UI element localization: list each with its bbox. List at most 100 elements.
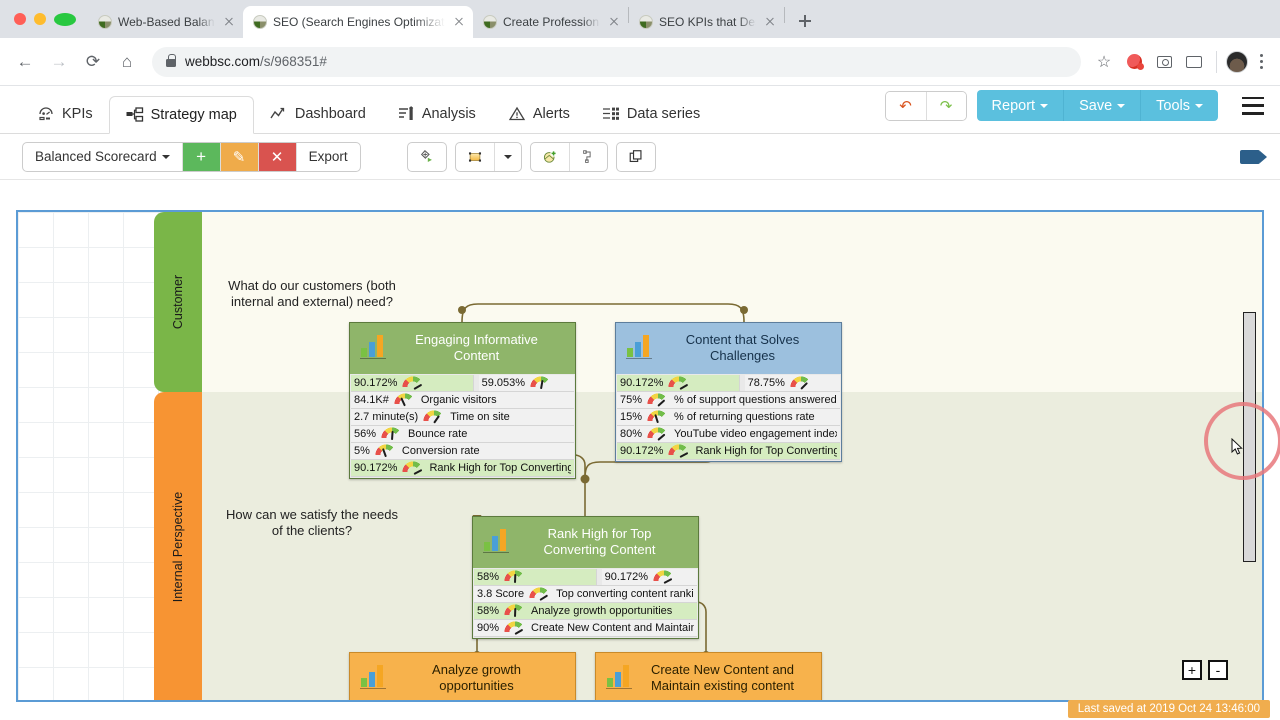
mouse-cursor: [1231, 438, 1243, 455]
metric-row[interactable]: 80%YouTube video engagement index: [617, 425, 840, 443]
add-button[interactable]: +: [181, 142, 220, 171]
delete-button[interactable]: ✕: [257, 142, 296, 171]
metric-row[interactable]: 56%Bounce rate: [351, 425, 574, 443]
close-tab-icon[interactable]: [606, 14, 622, 30]
bookmark-star-icon[interactable]: ☆: [1096, 53, 1112, 71]
chevron-down-icon: [1195, 103, 1203, 108]
metric-row-summary[interactable]: 90.172% 78.75%: [617, 374, 840, 392]
close-tab-icon[interactable]: [762, 14, 778, 30]
metric-row[interactable]: 5%Conversion rate: [351, 442, 574, 460]
shape-style-button[interactable]: [456, 143, 494, 171]
gauge-icon: [529, 587, 552, 602]
tab-data-series[interactable]: Data series: [586, 95, 716, 133]
back-icon[interactable]: ←: [16, 51, 34, 71]
tab-dashboard[interactable]: Dashboard: [254, 95, 382, 133]
tab-alerts[interactable]: Alerts: [492, 95, 586, 133]
metric-row[interactable]: 84.1K#Organic visitors: [351, 391, 574, 409]
report-button[interactable]: Report: [976, 90, 1064, 121]
object-title: Create New Content and Maintain existing…: [650, 662, 795, 694]
tab-label: Data series: [626, 106, 701, 122]
tab-divider: [784, 7, 785, 23]
window-controls[interactable]: [10, 0, 88, 38]
export-button[interactable]: Export: [295, 142, 360, 171]
browser-tab-1[interactable]: Web-Based Balanced Scorecard: [88, 6, 243, 38]
edit-button[interactable]: ✎: [219, 142, 258, 171]
close-tab-icon[interactable]: [451, 14, 467, 30]
shape-icon: [468, 151, 481, 162]
map-object-analyze[interactable]: Analyze growth opportunities 48.163% 58%…: [349, 652, 576, 700]
url-path: /s/968351#: [260, 54, 327, 69]
zoom-out-button[interactable]: -: [1208, 660, 1228, 680]
close-tab-icon[interactable]: [221, 14, 237, 30]
perspective-label: Customer: [171, 274, 185, 330]
undo-button[interactable]: ↶: [885, 91, 926, 120]
shape-dropdown-button[interactable]: [493, 142, 521, 171]
metric-label: YouTube video engagement index: [674, 427, 837, 440]
map-object-solves[interactable]: Content that Solves Challenges 90.172% 7…: [615, 322, 842, 462]
strategy-map-canvas[interactable]: Customer What do our customers (both int…: [16, 210, 1264, 702]
reload-icon[interactable]: ⟳: [85, 51, 101, 71]
hamburger-icon[interactable]: [1242, 96, 1264, 115]
map-object-rankhigh[interactable]: Rank High for Top Converting Content 58%…: [472, 516, 699, 639]
tab-analysis[interactable]: Analysis: [382, 95, 492, 133]
gauge-icon: [504, 621, 527, 636]
maximize-window-button[interactable]: [54, 12, 76, 26]
favicon-icon: [483, 15, 497, 29]
metric-label: Organic visitors: [420, 393, 497, 406]
metric-value: 90.172%: [620, 376, 664, 389]
metric-row[interactable]: 90.172%Rank High for Top Converting: [617, 442, 840, 460]
tab-kpis[interactable]: KPIs: [22, 95, 109, 133]
action-button-group: Report Save Tools: [976, 90, 1218, 121]
browser-tab-2[interactable]: SEO (Search Engines Optimization): [243, 6, 473, 38]
object-title: Content that Solves Challenges: [685, 332, 800, 364]
add-node-icon: [543, 149, 557, 163]
minimize-window-button[interactable]: [34, 13, 46, 25]
auto-layout-button[interactable]: [408, 143, 446, 171]
object-metrics: 90.172% 78.75% 75%% of support questions…: [616, 373, 841, 461]
avatar[interactable]: [1226, 50, 1248, 73]
metric-row-summary[interactable]: 58% 90.172%: [474, 568, 697, 586]
duplicate-button[interactable]: [617, 143, 655, 171]
save-button[interactable]: Save: [1063, 90, 1141, 121]
home-icon[interactable]: ⌂: [121, 51, 133, 71]
connector-button[interactable]: [568, 142, 607, 171]
browser-tab-4[interactable]: SEO KPIs that Deserve Your Time: [629, 6, 784, 38]
metric-row[interactable]: 75%% of support questions answered by: [617, 391, 840, 409]
layout-button-group: [406, 141, 447, 172]
map-object-engaging[interactable]: Engaging Informative Content 90.172% 59.…: [349, 322, 576, 479]
zoom-in-button[interactable]: +: [1182, 660, 1202, 680]
metric-row[interactable]: 90.172%Rank High for Top Converting: [351, 459, 574, 477]
tab-strategy-map[interactable]: Strategy map: [108, 96, 254, 134]
metric-row[interactable]: 58%Analyze growth opportunities: [474, 602, 697, 620]
metric-value: 78.75%: [747, 376, 785, 389]
zoom-controls: + -: [1182, 660, 1228, 680]
add-node-button[interactable]: [531, 143, 569, 171]
metric-value: 90.172%: [354, 376, 398, 389]
tab-label: KPIs: [62, 106, 93, 122]
address-bar[interactable]: webbsc.com/s/968351#: [152, 46, 1081, 77]
metric-row[interactable]: 90%Create New Content and Maintain: [474, 619, 697, 637]
metric-value: 90%: [477, 621, 500, 634]
metric-row-summary[interactable]: 90.172% 59.053%: [351, 374, 574, 392]
map-object-createnew[interactable]: Create New Content and Maintain existing…: [595, 652, 822, 700]
video-help-icon[interactable]: [1240, 149, 1267, 164]
object-header: Analyze growth opportunities: [350, 653, 575, 700]
scorecard-button-group: Balanced Scorecard + ✎ ✕ Export: [22, 141, 361, 172]
metric-row[interactable]: 2.7 minute(s)Time on site: [351, 408, 574, 426]
close-window-button[interactable]: [14, 13, 26, 25]
forward-icon[interactable]: →: [50, 51, 68, 71]
gauge-icon: [647, 393, 670, 408]
tools-button[interactable]: Tools: [1140, 90, 1218, 121]
cast-icon[interactable]: [1181, 49, 1207, 75]
redo-button[interactable]: ↷: [925, 91, 966, 120]
metric-row[interactable]: 15%% of returning questions rate: [617, 408, 840, 426]
new-tab-button[interactable]: [791, 7, 819, 35]
browser-tab-3[interactable]: Create Professional Strategy Map: [473, 6, 628, 38]
scorecard-selector[interactable]: Balanced Scorecard: [23, 143, 182, 171]
extension-icon[interactable]: [1121, 49, 1147, 75]
camera-icon[interactable]: [1151, 49, 1177, 75]
gauge-icon: [668, 376, 691, 391]
browser-menu-icon[interactable]: [1252, 51, 1270, 73]
gauge-icon: [374, 444, 397, 459]
